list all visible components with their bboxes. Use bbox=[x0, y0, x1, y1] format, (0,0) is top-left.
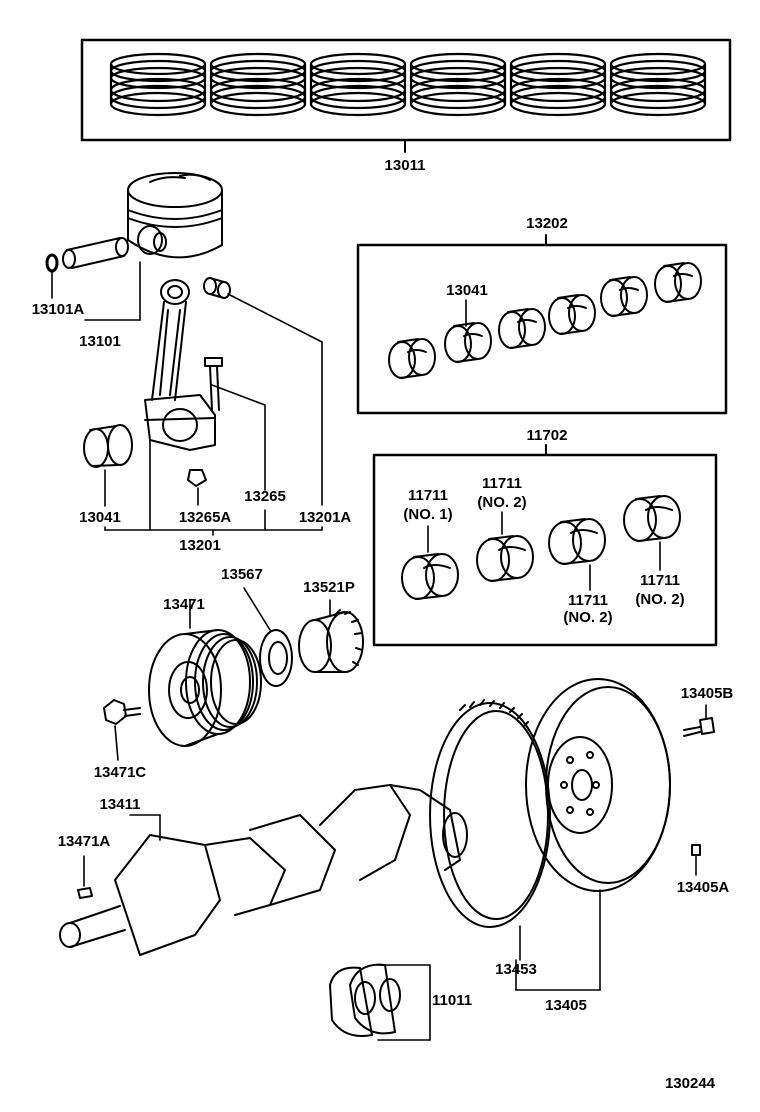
flywheel-pin bbox=[691, 844, 701, 876]
conrod-bushing bbox=[203, 277, 231, 299]
label-main-bearing-no1-number: 11711 bbox=[407, 487, 449, 504]
label-pulley-bolt: 13471C bbox=[93, 764, 147, 781]
label-crank-pulley: 13471 bbox=[163, 596, 205, 613]
label-main-bearing-no2b-number: 11711 bbox=[567, 592, 609, 609]
label-piston-ring-set: 13011 bbox=[384, 157, 426, 174]
label-piston: 13101 bbox=[79, 333, 121, 350]
conrod-leaders bbox=[104, 293, 323, 536]
label-main-bearing-no2c-number: 11711 bbox=[639, 572, 681, 589]
piston bbox=[127, 172, 223, 259]
label-conrod-bearing-loose: 13041 bbox=[79, 509, 121, 526]
conrod-nut bbox=[187, 469, 207, 487]
label-flywheel-bolt: 13405B bbox=[680, 685, 734, 702]
conrod-bearings-in-box bbox=[388, 262, 702, 379]
label-conrod-bearing-box: 13041 bbox=[446, 282, 488, 299]
label-main-bearing-no2c-note: (NO. 2) bbox=[635, 591, 685, 608]
label-crank-key: 13471A bbox=[57, 833, 111, 850]
piston-ring-set-box bbox=[80, 38, 732, 153]
main-bearing-set-box bbox=[372, 444, 718, 647]
snap-ring bbox=[45, 253, 59, 273]
label-conrod-nut: 13265A bbox=[178, 509, 232, 526]
crank-timing-gear bbox=[298, 599, 364, 673]
conrod-bearing-set-box bbox=[356, 234, 728, 415]
flywheel-bolt bbox=[683, 704, 715, 737]
label-flywheel: 13405 bbox=[545, 997, 587, 1014]
label-main-bearing-no2a-number: 11711 bbox=[481, 475, 523, 492]
label-main-bearing-no2a-note: (NO. 2) bbox=[477, 494, 527, 511]
conrod-bolt bbox=[204, 357, 223, 411]
crankshaft bbox=[59, 784, 468, 956]
label-conrod-bolt: 13265 bbox=[244, 488, 286, 505]
pulley-bolt bbox=[103, 699, 141, 761]
connecting-rod bbox=[144, 279, 216, 451]
label-conrod-bushing: 13201A bbox=[298, 509, 352, 526]
label-main-bearing-set: 11702 bbox=[526, 427, 568, 444]
label-crank-timing-gear: 13521P bbox=[303, 579, 355, 596]
main-bearings bbox=[401, 495, 681, 600]
label-conrod: 13201 bbox=[179, 537, 221, 554]
crank-key bbox=[77, 855, 93, 899]
piston-leaders bbox=[51, 261, 141, 321]
piston-pin bbox=[62, 237, 129, 269]
label-crank-washer: 13567 bbox=[221, 566, 263, 583]
crank-pulley bbox=[148, 599, 262, 747]
label-flywheel-pin: 13405A bbox=[676, 879, 730, 896]
label-main-bearing-no2b-note: (NO. 2) bbox=[563, 609, 613, 626]
label-conrod-bearing-set: 13202 bbox=[526, 215, 568, 232]
thrust-washers bbox=[329, 963, 431, 1041]
label-snap-ring: 13101A bbox=[31, 301, 85, 318]
flywheel bbox=[515, 678, 671, 991]
diagram-id: 130244 bbox=[664, 1075, 716, 1092]
conrod-bearing-loose bbox=[83, 424, 133, 468]
label-thrust-washer: 11011 bbox=[432, 992, 473, 1009]
label-main-bearing-no1-note: (NO. 1) bbox=[403, 506, 453, 523]
piston-rings bbox=[109, 52, 707, 117]
label-crankshaft: 13411 bbox=[99, 796, 141, 813]
label-ring-gear: 13453 bbox=[495, 961, 537, 978]
crank-washer bbox=[243, 587, 293, 687]
